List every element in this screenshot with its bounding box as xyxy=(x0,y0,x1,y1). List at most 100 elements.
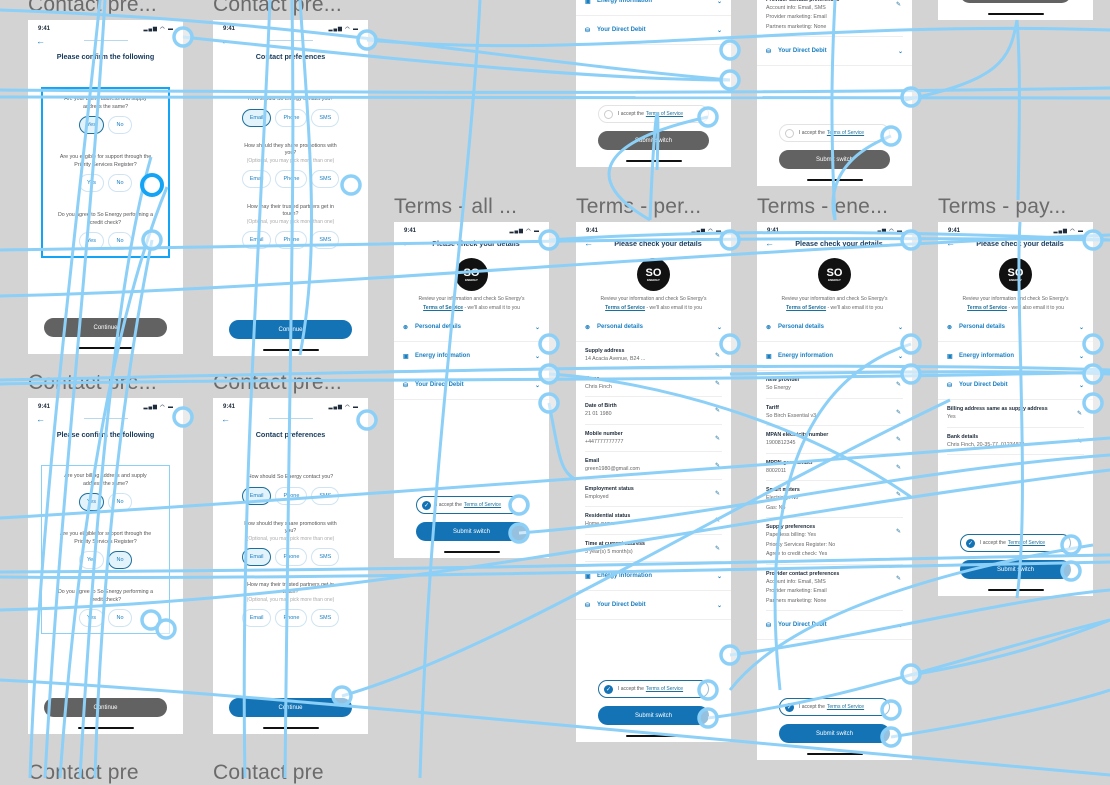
accept-terms-checkbox[interactable]: I accept the Terms of Service xyxy=(598,105,709,123)
option-no-button[interactable]: No xyxy=(107,609,132,627)
continue-button[interactable]: Continue xyxy=(44,698,167,717)
frame-title[interactable]: Terms - pay... xyxy=(938,195,1067,218)
option-yes-button[interactable]: Yes xyxy=(79,116,104,134)
option-email-button[interactable]: Email xyxy=(241,547,272,566)
checkbox-icon[interactable]: ✓ xyxy=(604,684,613,694)
terms-of-service-link[interactable]: Terms of Service xyxy=(605,305,646,311)
accept-terms-checkbox[interactable]: ✓I accept the Terms of Service xyxy=(779,698,890,716)
option-no-button[interactable]: No xyxy=(107,551,132,569)
chevron-down-icon[interactable]: ⌄ xyxy=(716,27,722,34)
terms-of-service-link[interactable]: Terms of Service xyxy=(645,686,684,692)
checkbox-icon[interactable] xyxy=(785,128,794,138)
checkbox-icon[interactable]: ✓ xyxy=(966,538,975,548)
edit-pencil-icon[interactable]: ✎ xyxy=(895,575,901,582)
option-no-button[interactable]: No xyxy=(107,232,132,250)
back-arrow-icon[interactable]: ← xyxy=(402,238,411,248)
terms-of-service-link[interactable]: Terms of Service xyxy=(645,111,684,117)
back-arrow-icon[interactable]: ← xyxy=(584,238,593,248)
back-arrow-icon[interactable]: ← xyxy=(36,36,45,46)
section-bank-card[interactable]: ⛁Your Direct Debit⌄ xyxy=(576,591,731,620)
edit-pencil-icon[interactable]: ✎ xyxy=(714,435,720,442)
edit-pencil-icon[interactable]: ✎ xyxy=(714,545,720,552)
option-sms-button[interactable]: SMS xyxy=(311,230,340,249)
option-sms-button[interactable]: SMS xyxy=(311,169,340,188)
terms-of-service-link[interactable]: Terms of Service xyxy=(967,305,1008,311)
option-email-button[interactable]: Email xyxy=(241,608,272,627)
edit-pencil-icon[interactable]: ✎ xyxy=(714,353,720,359)
checkbox-icon[interactable]: ✓ xyxy=(785,702,794,712)
frame-title[interactable]: Contact pre... xyxy=(28,371,157,394)
back-arrow-icon[interactable]: ← xyxy=(221,36,230,46)
section-user[interactable]: ⊛Personal details⌄ xyxy=(757,313,912,342)
option-phone-button[interactable]: Phone xyxy=(275,547,308,566)
checkbox-icon[interactable]: ✓ xyxy=(422,500,431,510)
option-no-button[interactable]: No xyxy=(107,174,132,192)
edit-pencil-icon[interactable]: ✎ xyxy=(895,464,901,471)
frame-title[interactable]: Contact pre xyxy=(28,761,139,784)
submit-switch-button[interactable]: Submit switch xyxy=(960,560,1071,579)
section-building[interactable]: ▣Energy information⌄ xyxy=(394,342,549,371)
section-bank-card[interactable]: ⛁Your Direct Debit⌄ xyxy=(757,37,912,66)
frame-title[interactable]: Contact pre... xyxy=(28,0,157,16)
section-bank-card[interactable]: ⛁Your Direct Debit⌄ xyxy=(394,371,549,400)
option-no-button[interactable]: No xyxy=(107,116,132,134)
section-user[interactable]: ⊛Personal details⌄ xyxy=(938,313,1093,342)
edit-pencil-icon[interactable]: ✎ xyxy=(1076,438,1082,445)
option-phone-button[interactable]: Phone xyxy=(275,108,308,127)
section-bank-card[interactable]: ⛁Your Direct Debit⌄ xyxy=(757,611,912,640)
edit-pencil-icon[interactable]: ✎ xyxy=(895,492,901,498)
option-phone-button[interactable]: Phone xyxy=(275,608,308,627)
frame-title[interactable]: Terms - all ... xyxy=(394,195,518,218)
chevron-down-icon[interactable]: ⌄ xyxy=(534,324,540,331)
option-sms-button[interactable]: SMS xyxy=(311,547,340,566)
option-yes-button[interactable]: Yes xyxy=(79,493,104,511)
section-user[interactable]: ⊛Personal details⌄ xyxy=(394,313,549,342)
chevron-down-icon[interactable]: ⌄ xyxy=(897,353,903,360)
submit-switch-button[interactable]: Submit switch xyxy=(779,724,890,743)
option-yes-button[interactable]: Yes xyxy=(79,232,104,250)
accept-terms-checkbox[interactable]: ✓I accept the Terms of Service xyxy=(598,680,709,698)
section-bank-card[interactable]: ⛁Your Direct Debit⌄ xyxy=(576,16,731,45)
chevron-down-icon[interactable]: ⌄ xyxy=(897,622,903,629)
option-yes-button[interactable]: Yes xyxy=(79,174,104,192)
chevron-down-icon[interactable]: ⌄ xyxy=(716,0,722,5)
section-building[interactable]: ▣Energy information⌄ xyxy=(757,342,912,371)
submit-switch-button[interactable]: Submit switch xyxy=(598,706,709,725)
accept-terms-checkbox[interactable]: ✓I accept the Terms of Service xyxy=(416,496,527,514)
chevron-down-icon[interactable]: ⌄ xyxy=(534,353,540,360)
chevron-down-icon[interactable]: ⌄ xyxy=(534,382,540,389)
option-email-button[interactable]: Email xyxy=(241,230,272,249)
back-arrow-icon[interactable]: ← xyxy=(221,414,230,424)
section-building[interactable]: ▣Energy information⌄ xyxy=(576,0,731,16)
continue-button[interactable]: Continue xyxy=(229,320,352,339)
section-bank-card[interactable]: ⛁Your Direct Debit⌄ xyxy=(938,371,1093,400)
edit-pencil-icon[interactable]: ✎ xyxy=(1076,411,1082,417)
back-arrow-icon[interactable]: ← xyxy=(36,414,45,424)
option-sms-button[interactable]: SMS xyxy=(311,486,340,505)
option-phone-button[interactable]: Phone xyxy=(275,169,308,188)
continue-button[interactable]: Continue xyxy=(229,698,352,717)
terms-of-service-link[interactable]: Terms of Service xyxy=(423,305,464,311)
frame-title[interactable]: Contact pre... xyxy=(213,0,342,16)
section-user[interactable]: ⊛Personal details⌄ xyxy=(576,313,731,342)
option-email-button[interactable]: Email xyxy=(241,169,272,188)
chevron-down-icon[interactable]: ⌄ xyxy=(716,324,722,331)
chevron-down-icon[interactable]: ⌄ xyxy=(1078,353,1084,360)
chevron-down-icon[interactable]: ⌄ xyxy=(897,48,903,55)
edit-pencil-icon[interactable]: ✎ xyxy=(895,382,901,388)
option-no-button[interactable]: No xyxy=(107,493,132,511)
option-email-button[interactable]: Email xyxy=(241,486,272,505)
submit-switch-button[interactable]: Submit switch xyxy=(960,0,1071,3)
frame-title[interactable]: Terms - per... xyxy=(576,195,702,218)
section-building[interactable]: ▣Energy information⌄ xyxy=(938,342,1093,371)
terms-of-service-link[interactable]: Terms of Service xyxy=(463,502,502,508)
option-sms-button[interactable]: SMS xyxy=(311,108,340,127)
frame-title[interactable]: Terms - ene... xyxy=(757,195,889,218)
option-phone-button[interactable]: Phone xyxy=(275,486,308,505)
option-email-button[interactable]: Email xyxy=(241,108,272,127)
frame-title[interactable]: Contact pre xyxy=(213,761,324,784)
continue-button[interactable]: Continue xyxy=(44,318,167,337)
section-building[interactable]: ▣Energy information⌄ xyxy=(576,562,731,591)
edit-pencil-icon[interactable]: ✎ xyxy=(714,518,720,524)
back-arrow-icon[interactable]: ← xyxy=(946,238,955,248)
